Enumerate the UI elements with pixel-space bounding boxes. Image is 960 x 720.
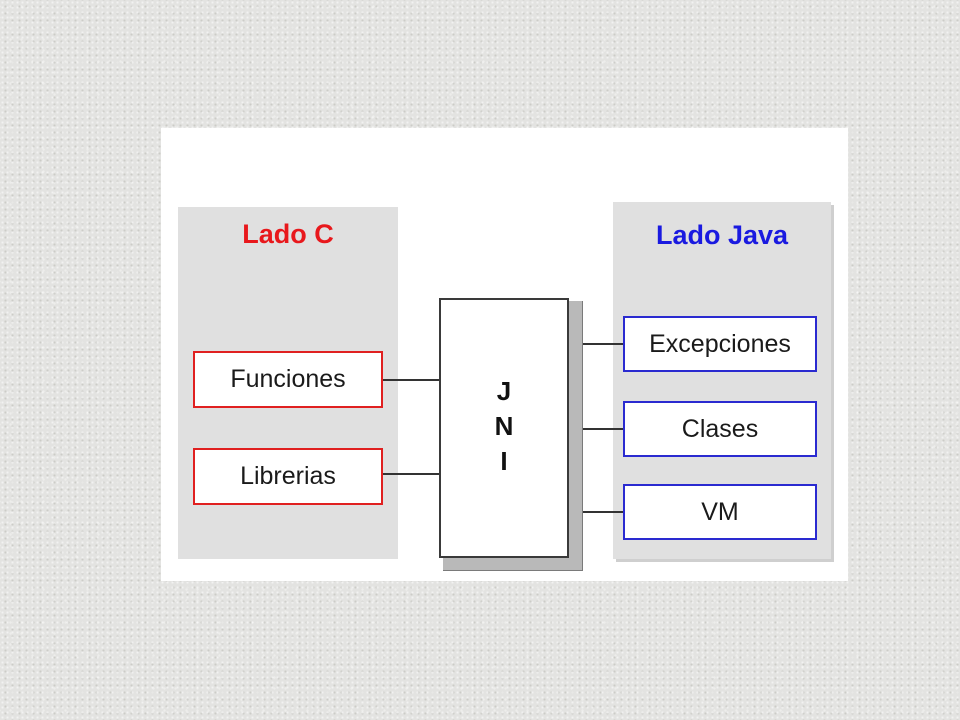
vm-box: VM <box>623 484 817 540</box>
librerias-box: Librerias <box>193 448 383 505</box>
jni-letter-j: J <box>496 376 512 406</box>
clases-box: Clases <box>623 401 817 457</box>
connector-librerias-jni <box>383 473 441 475</box>
c-side-title: Lado C <box>242 219 334 249</box>
java-side-title: Lado Java <box>655 220 789 250</box>
funciones-box: Funciones <box>193 351 383 408</box>
jni-letter-i: I <box>500 446 508 476</box>
connector-jni-vm <box>569 511 623 513</box>
connector-jni-clases <box>569 428 623 430</box>
jni-letter-n: N <box>494 411 514 441</box>
connector-funciones-jni <box>383 379 441 381</box>
diagram-canvas: Lado C Lado Java J N I Funciones Libreri… <box>161 128 848 581</box>
connector-jni-excepciones <box>569 343 623 345</box>
jni-block: J N I <box>439 298 569 558</box>
excepciones-box: Excepciones <box>623 316 817 372</box>
